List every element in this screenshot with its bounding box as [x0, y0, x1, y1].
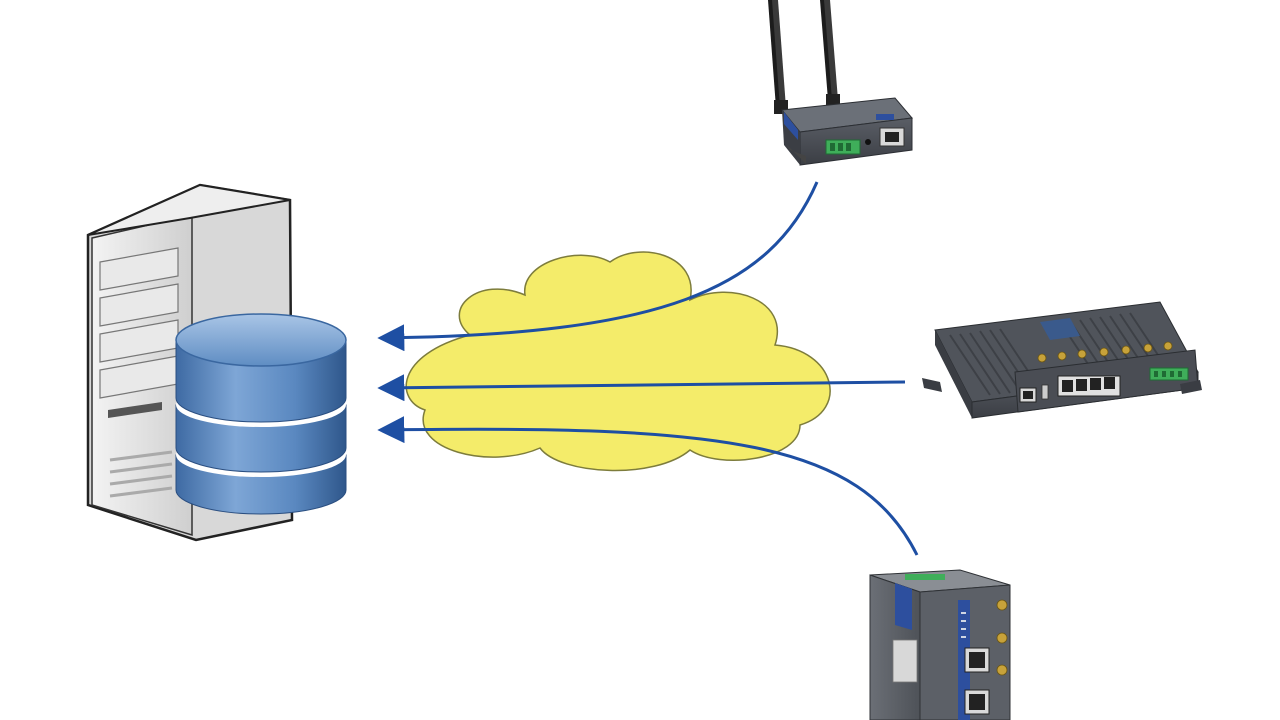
server-tower — [86, 183, 294, 542]
arrow-top-router-to-server — [377, 181, 819, 352]
cloud-icon — [405, 251, 831, 472]
arrow-middle-gateway-to-server — [377, 374, 906, 402]
database-cylinder — [175, 313, 347, 515]
router-icon — [768, 0, 913, 166]
gateway-icon — [922, 301, 1202, 419]
arrow-bottom-router-to-server — [377, 416, 919, 556]
connections — [377, 181, 919, 556]
database-server-icon — [86, 183, 347, 542]
din-rail-router-icon — [869, 569, 1011, 720]
